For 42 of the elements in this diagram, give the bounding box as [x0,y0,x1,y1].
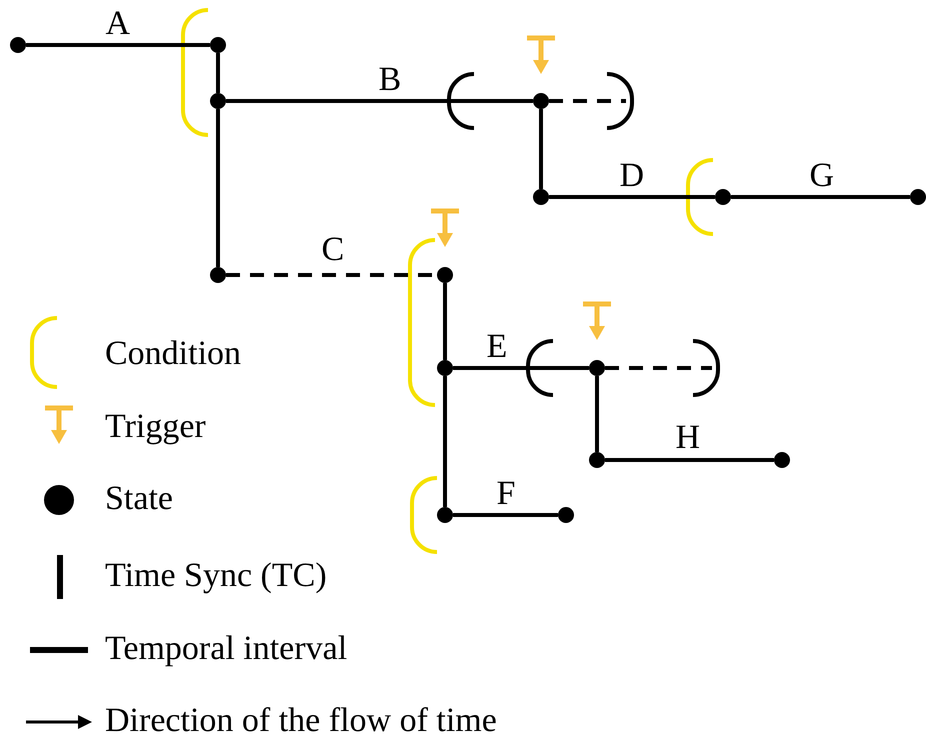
legend-label: State [105,481,173,517]
legend-label: Condition [105,336,242,372]
edge-label: G [810,158,834,194]
state-dot [437,507,453,523]
edge-label: A [106,6,130,42]
edge-label: C [322,232,344,268]
interval-line [549,195,715,199]
legend-label: Trigger [105,409,206,445]
legend-label: Direction of the flow of time [105,703,497,739]
state-dot [589,360,605,376]
state-dot [910,189,926,205]
state-dot [533,189,549,205]
edge-label: H [676,420,700,456]
state-dot [589,452,605,468]
state-dot [715,189,731,205]
legend-label: Temporal interval [105,631,348,667]
interval-line [26,43,210,47]
state-dot [10,37,26,53]
legend-label: Time Sync (TC) [105,558,327,594]
time-sync-line [216,53,220,93]
state-dot [210,93,226,109]
interval-line [605,458,774,462]
edge-label: E [486,329,508,365]
time-sync-line [539,109,543,189]
time-sync-line [216,109,220,267]
interval-line [453,513,558,517]
edge-label: F [496,476,516,512]
edge-label: B [378,62,402,98]
state-dot [210,37,226,53]
state-dot [210,267,226,283]
state-dot [437,267,453,283]
time-sync-line [443,283,447,360]
state-dot [437,360,453,376]
interval-line [226,99,533,103]
time-sync-line [595,376,599,452]
interval-line [731,195,910,199]
state-dot [558,507,574,523]
state-dot [533,93,549,109]
state-dot [774,452,790,468]
time-sync-line [443,376,447,507]
edge-label: D [620,158,644,194]
interval-line [453,366,589,370]
